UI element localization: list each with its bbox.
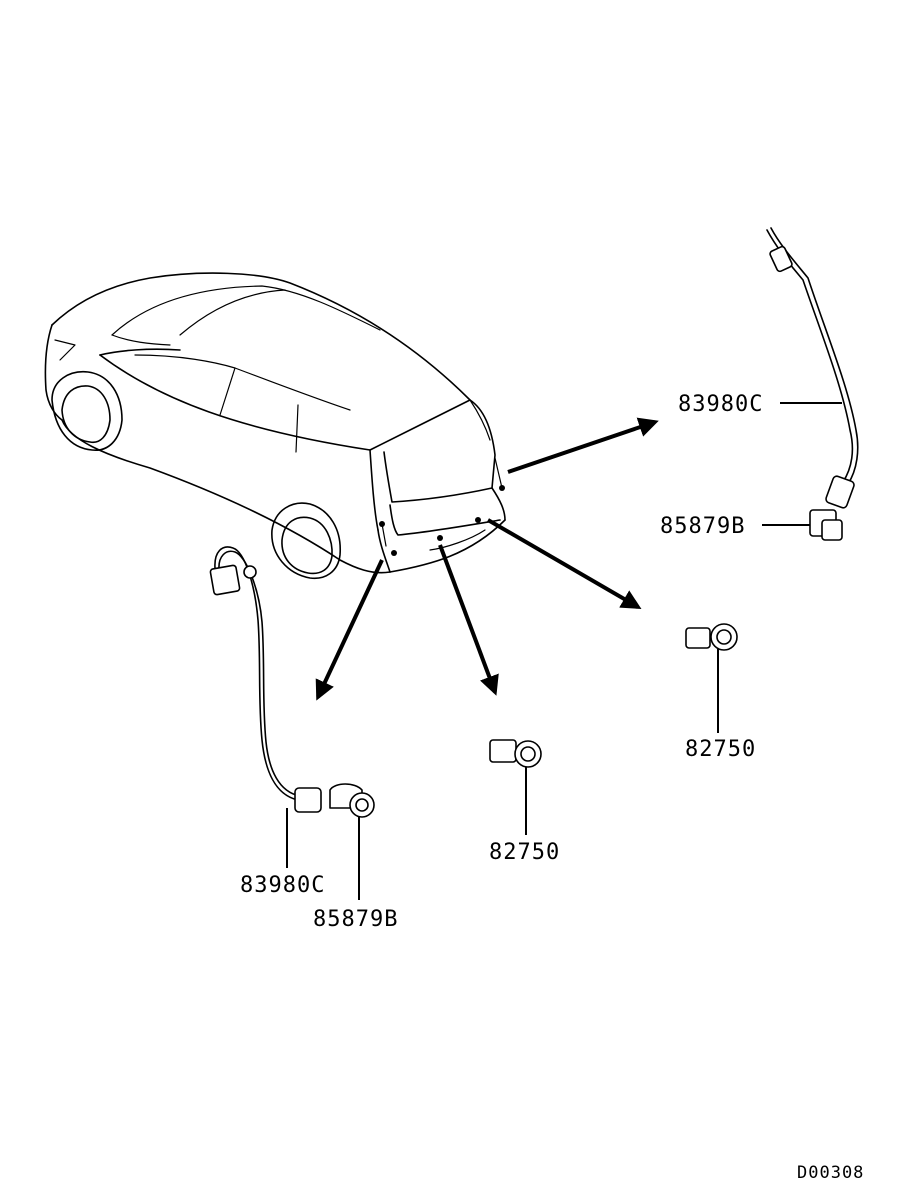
sensor-holder-right [809, 509, 843, 541]
wire-harness-right [766, 227, 859, 509]
part-label-wire-right: 83980C [678, 392, 763, 417]
part-label-sensor-right: 82750 [685, 737, 756, 762]
part-label-wire-left: 83980C [240, 873, 325, 898]
part-label-holder-left: 85879B [313, 907, 398, 932]
wire-harness-left [209, 546, 322, 813]
part-label-sensor-center: 82750 [489, 840, 560, 865]
sensor-center [489, 739, 542, 768]
callout-arrows [315, 417, 659, 701]
leader-lines [286, 402, 842, 900]
sensor-holder-left [329, 783, 375, 818]
part-label-holder-right: 85879B [660, 514, 745, 539]
diagram-code: D00308 [797, 1163, 864, 1183]
sensor-right [685, 623, 738, 651]
vehicle-outline [44, 272, 506, 580]
